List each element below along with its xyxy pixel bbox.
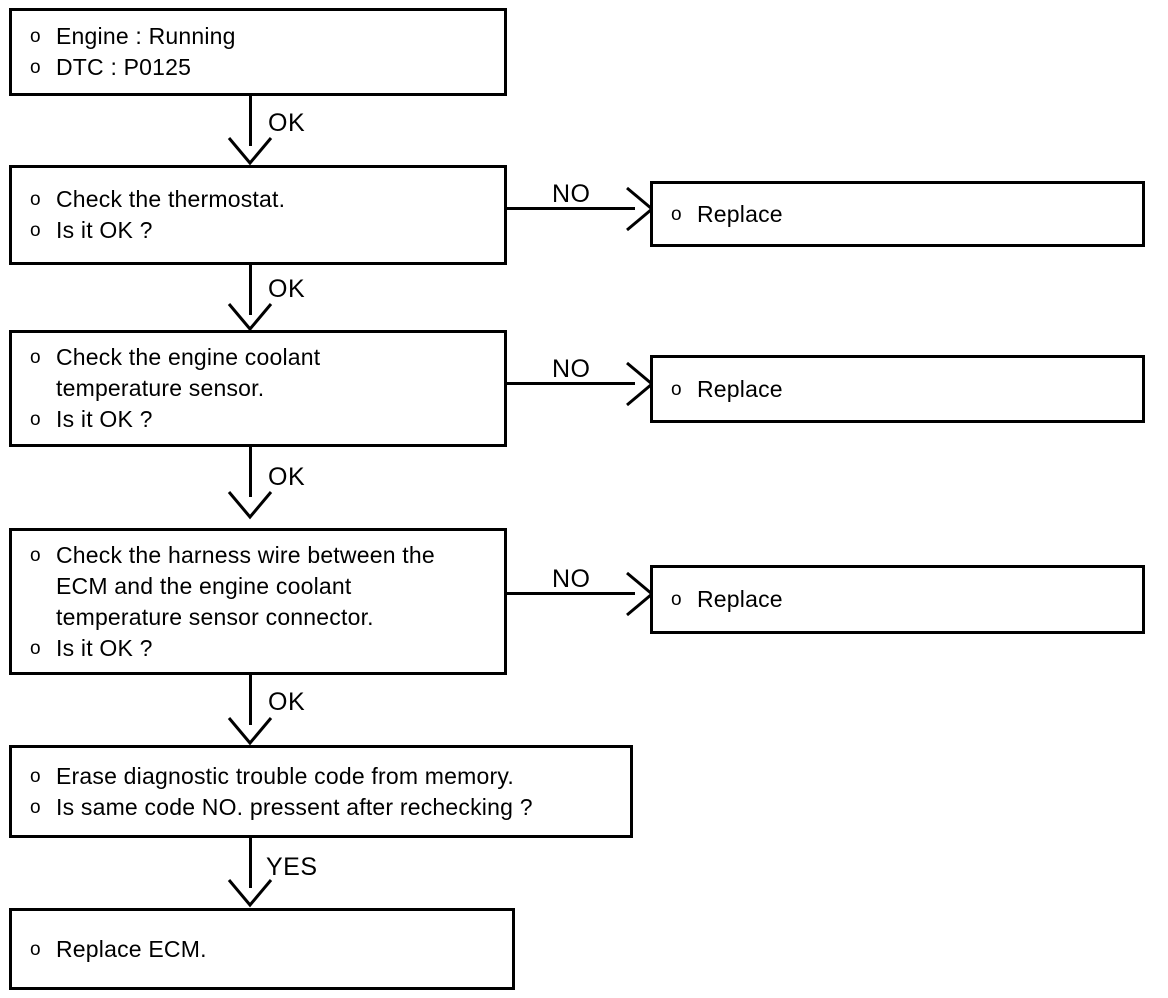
start-conditions-box[interactable]: o Engine : Running o DTC : P0125	[9, 8, 507, 96]
check-harness-wire-text: o Check the harness wire between the ECM…	[12, 540, 504, 664]
list-item: o Replace	[671, 199, 1142, 230]
connector-sensor-no	[507, 382, 635, 385]
list-item: o DTC : P0125	[30, 52, 504, 83]
erase-dtc-text: o Erase diagnostic trouble code from mem…	[12, 761, 630, 823]
start-conditions-text: o Engine : Running o DTC : P0125	[12, 21, 504, 83]
edge-label-ok-4: OK	[268, 688, 306, 716]
bullet-icon: o	[30, 347, 41, 368]
list-item: o Erase diagnostic trouble code from mem…	[30, 761, 630, 792]
connector-erase-to-replace-ecm	[249, 838, 252, 888]
edge-label-no-3: NO	[552, 565, 591, 593]
connector-start-to-thermostat	[249, 96, 252, 146]
bullet-icon: o	[30, 220, 41, 241]
bullet-icon: o	[30, 57, 41, 78]
edge-label-yes: YES	[266, 853, 318, 881]
bullet-icon: o	[30, 26, 41, 47]
arrowhead-down-icon	[227, 491, 273, 520]
list-item-continuation: ECM and the engine coolant	[56, 572, 352, 599]
list-item: o Check the thermostat.	[30, 184, 504, 215]
bullet-icon: o	[30, 796, 41, 818]
list-item: o Replace	[671, 374, 1142, 405]
check-coolant-temp-sensor-box[interactable]: o Check the engine coolant temperature s…	[9, 330, 507, 447]
list-item: o Engine : Running	[30, 21, 504, 52]
bullet-icon: o	[30, 765, 41, 787]
bullet-icon: o	[671, 378, 682, 400]
erase-dtc-box[interactable]: o Erase diagnostic trouble code from mem…	[9, 745, 633, 838]
check-thermostat-box[interactable]: o Check the thermostat. o Is it OK ?	[9, 165, 507, 265]
connector-thermostat-to-sensor	[249, 265, 252, 315]
bullet-icon: o	[30, 637, 41, 659]
connector-harness-to-erase	[249, 675, 252, 725]
replace-harness-box[interactable]: o Replace	[650, 565, 1145, 634]
list-item: o Replace	[671, 584, 1142, 615]
bullet-icon: o	[30, 544, 41, 566]
list-item: o Replace ECM.	[30, 934, 512, 965]
edge-label-ok-2: OK	[268, 275, 306, 303]
list-item-continuation: temperature sensor connector.	[56, 603, 374, 630]
bullet-icon: o	[30, 409, 41, 430]
replace-ecm-text: o Replace ECM.	[12, 934, 512, 965]
check-harness-wire-box[interactable]: o Check the harness wire between the ECM…	[9, 528, 507, 675]
edge-label-ok-3: OK	[268, 463, 306, 491]
edge-label-no-1: NO	[552, 180, 591, 208]
replace-sensor-box[interactable]: o Replace	[650, 355, 1145, 423]
arrowhead-down-icon	[227, 303, 273, 332]
check-coolant-temp-sensor-text: o Check the engine coolant temperature s…	[12, 342, 504, 435]
list-item: o Check the harness wire between the	[30, 540, 504, 571]
connector-harness-no	[507, 592, 635, 595]
bullet-icon: o	[30, 189, 41, 210]
edge-label-no-2: NO	[552, 355, 591, 383]
check-thermostat-text: o Check the thermostat. o Is it OK ?	[12, 184, 504, 246]
list-item: o Is it OK ?	[30, 633, 504, 664]
replace-sensor-text: o Replace	[653, 374, 1142, 405]
arrowhead-down-icon	[227, 717, 273, 746]
bullet-icon: o	[671, 203, 682, 225]
list-item-continuation: temperature sensor.	[56, 375, 265, 401]
bullet-icon: o	[671, 589, 682, 610]
connector-sensor-to-harness	[249, 447, 252, 497]
replace-harness-text: o Replace	[653, 584, 1142, 615]
arrowhead-down-icon	[227, 879, 273, 908]
connector-thermostat-no	[507, 207, 635, 210]
bullet-icon: o	[30, 938, 41, 960]
replace-thermostat-box[interactable]: o Replace	[650, 181, 1145, 247]
replace-thermostat-text: o Replace	[653, 199, 1142, 230]
list-item: o Is same code NO. pressent after rechec…	[30, 792, 630, 823]
list-item: o Is it OK ?	[30, 215, 504, 246]
replace-ecm-box[interactable]: o Replace ECM.	[9, 908, 515, 990]
edge-label-ok-1: OK	[268, 109, 306, 137]
list-item: o Check the engine coolant	[30, 342, 504, 373]
arrowhead-down-icon	[227, 137, 273, 166]
list-item: o Is it OK ?	[30, 404, 504, 435]
